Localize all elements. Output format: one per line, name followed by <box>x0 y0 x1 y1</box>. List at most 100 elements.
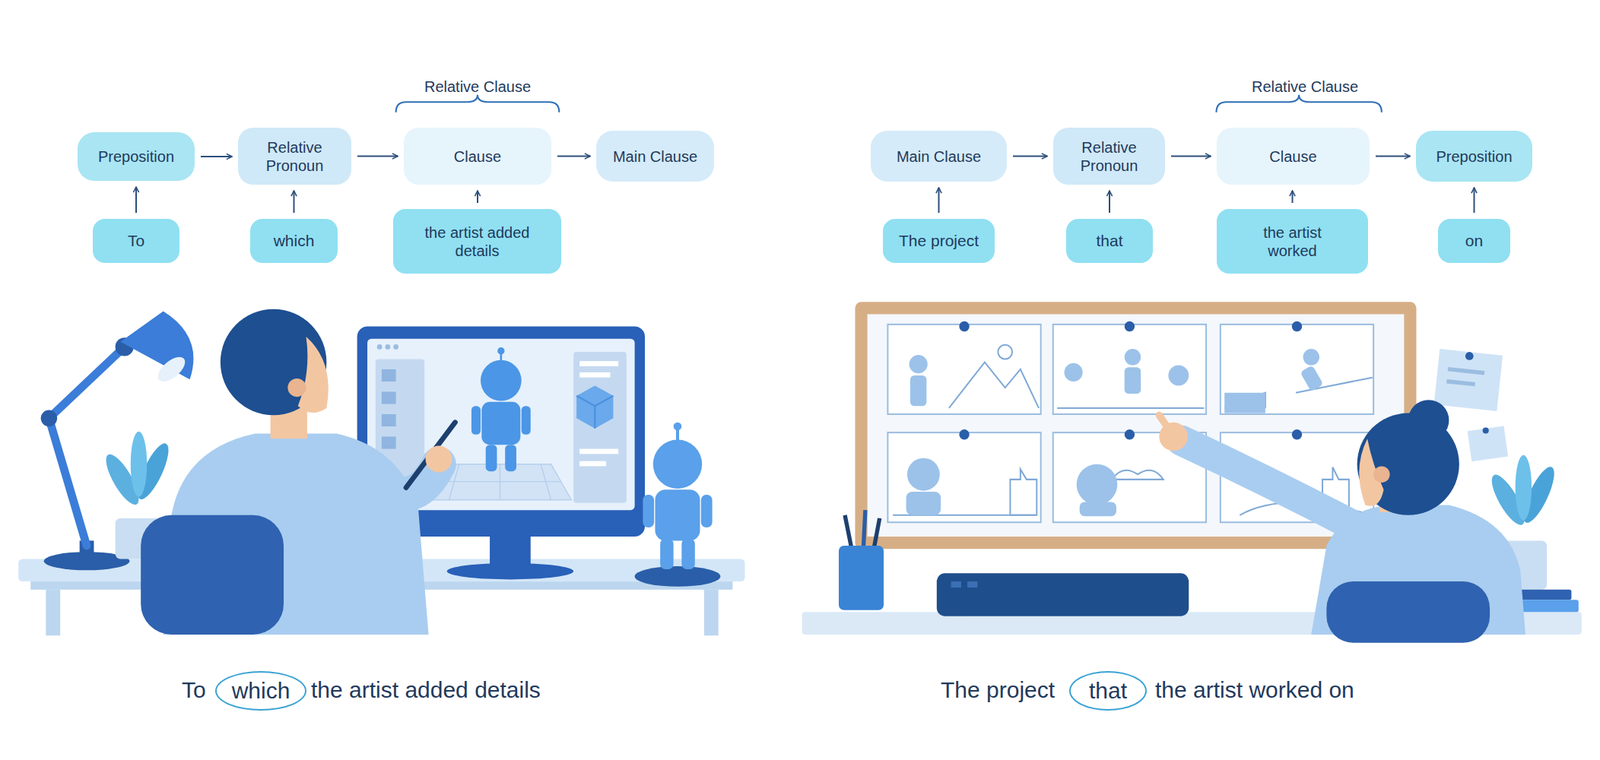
flow-arrow <box>293 190 296 213</box>
storyboard-part-part <box>907 458 940 492</box>
artist-part <box>1408 400 1450 442</box>
clause-bracket <box>396 95 1382 113</box>
monitor-part <box>579 449 619 455</box>
storyboard-part <box>958 321 1302 441</box>
monitor-part <box>438 464 562 501</box>
pen-cup-part <box>838 546 884 611</box>
concept-box: Relative Pronoun <box>238 127 352 185</box>
node-text: Preposition <box>98 147 175 166</box>
storyboard-part-part <box>1292 321 1302 332</box>
monitor-part <box>573 352 627 504</box>
storyboard-part-part <box>958 321 969 332</box>
artist-part <box>406 422 455 489</box>
monitor-part <box>579 361 619 367</box>
drawing-tablet-part <box>951 581 962 588</box>
artist-part <box>1158 415 1169 429</box>
node-text: To <box>127 231 145 251</box>
node-text: the artist added details <box>424 223 531 261</box>
artist-part <box>140 515 284 635</box>
artist-part <box>1326 581 1490 644</box>
node-text: that <box>1095 231 1123 251</box>
storyboard-part-part <box>1303 349 1320 366</box>
storyboard-part-part <box>1057 407 1204 410</box>
flow-arrow <box>1171 155 1211 158</box>
storyboard-part <box>867 314 1405 537</box>
storyboard-part-part <box>887 324 1041 415</box>
storyboard-part-part <box>1076 464 1118 506</box>
flow-arrow <box>1108 190 1111 213</box>
sticky-notes-part <box>1446 379 1476 387</box>
storyboard-part-part <box>909 355 928 374</box>
pen-cup-part <box>844 515 852 552</box>
clause-bracket-part <box>396 95 560 113</box>
node-text: which <box>231 677 291 705</box>
storyboard-part-part <box>1299 365 1324 392</box>
monitor-part <box>357 326 645 538</box>
node-text: which <box>273 231 315 251</box>
sticky-notes-part <box>1447 367 1486 375</box>
monitor-part <box>381 391 397 404</box>
monitor-part <box>521 406 531 435</box>
example-box: that <box>1066 219 1153 264</box>
bracket-label: Relative Clause <box>1251 78 1359 96</box>
concept-box: Preposition <box>77 132 195 181</box>
sticky-notes-part <box>1465 352 1474 361</box>
monitor-part <box>485 444 498 472</box>
flow-arrow <box>135 187 137 213</box>
robot-figurine-part <box>681 539 695 570</box>
monitor-part <box>377 344 383 350</box>
desk-part <box>45 590 61 636</box>
caption-text: the artist added details <box>311 677 541 704</box>
monitor-part <box>481 402 521 445</box>
desk-part <box>704 590 719 636</box>
example-box: the artist added details <box>393 209 562 274</box>
desk-lamp-part <box>41 410 58 427</box>
node-text: Relative Pronoun <box>1067 138 1152 175</box>
desk-lamp-part <box>120 311 194 380</box>
monitor-part <box>385 344 391 350</box>
artist-part <box>425 446 453 474</box>
highlight-ellipse: which <box>215 671 307 712</box>
flow-arrow <box>1375 155 1410 158</box>
robot-figurine <box>634 422 721 588</box>
storyboard-part-part <box>1053 324 1207 415</box>
concept-box: Clause <box>403 127 552 185</box>
monitor-part <box>471 406 481 435</box>
storyboard-part-part <box>1224 393 1266 414</box>
storyboard-part-part <box>887 432 1041 523</box>
concept-box: Main Clause <box>870 130 1007 182</box>
robot-figurine-part <box>653 440 702 489</box>
monitor-part <box>381 436 397 449</box>
artist-part <box>287 378 306 397</box>
monitor-part <box>367 339 635 512</box>
example-box: The project <box>882 219 995 264</box>
desk-lamp-part <box>48 346 124 547</box>
storyboard-part-part <box>958 429 969 440</box>
robot-figurine-part <box>673 422 683 432</box>
monitor-part <box>576 396 613 429</box>
node-text: that <box>1088 677 1127 705</box>
storyboard-part-part <box>1112 470 1164 480</box>
desk-lamp-part <box>153 352 190 387</box>
concept-box: Clause <box>1216 127 1370 185</box>
caption-text: The project <box>940 677 1055 704</box>
flow-arrow <box>938 187 940 213</box>
artist <box>1158 400 1526 643</box>
flow-arrow <box>1292 190 1294 204</box>
storyboard-part-part <box>1064 363 1083 382</box>
storyboard-part-part <box>997 345 1013 360</box>
flow-arrow <box>200 155 232 158</box>
concept-box: Preposition <box>1415 130 1533 182</box>
artist <box>140 309 455 635</box>
node-text: The project <box>898 231 979 251</box>
robot-figurine-part <box>634 566 721 588</box>
drawing-tablet <box>936 573 1189 616</box>
robot-figurine-part <box>701 495 713 528</box>
storyboard-part-part <box>1009 469 1037 515</box>
monitor-part <box>381 369 397 382</box>
node-text: Clause <box>1269 147 1317 166</box>
monitor-part <box>579 372 610 378</box>
monitor-part <box>497 347 505 355</box>
